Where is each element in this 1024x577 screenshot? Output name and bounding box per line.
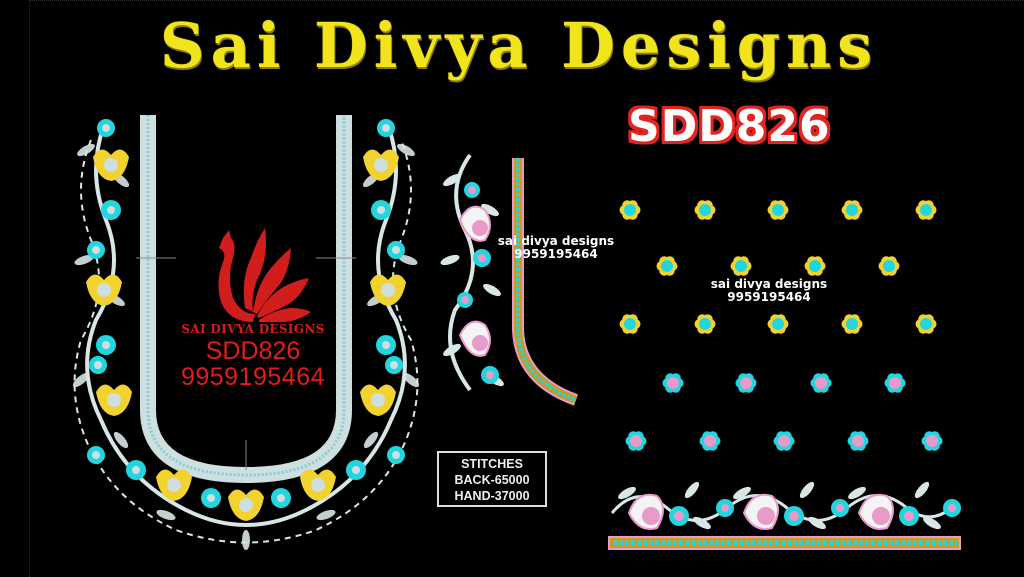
butti-flower-icon <box>730 255 752 277</box>
stitch-count-box: STITCHES BACK-65000 HAND-37000 <box>437 451 547 507</box>
butti-flower-icon <box>735 372 757 394</box>
butti-flower-icon <box>915 199 937 221</box>
border-pattern-icon <box>608 481 961 550</box>
logo-phone-number: 9959195464 <box>180 363 326 391</box>
butti-flower-icon <box>767 199 789 221</box>
butti-flower-icon <box>662 372 684 394</box>
sleeve-embroidery <box>440 150 580 410</box>
watermark-phone: 9959195464 <box>514 247 598 261</box>
canvas-frame <box>29 0 1024 577</box>
butti-flower-icon <box>619 313 641 335</box>
butti-flower-icon <box>625 430 647 452</box>
stitches-hand: HAND-37000 <box>454 489 530 503</box>
watermark-phone: 9959195464 <box>727 290 811 304</box>
butti-flower-icon <box>767 313 789 335</box>
butti-flower-icon <box>878 255 900 277</box>
peacock-logo-icon <box>218 228 311 322</box>
butti-flower-icon <box>694 313 716 335</box>
butti-flower-icon <box>699 430 721 452</box>
butti-flower-icon <box>804 255 826 277</box>
logo-design-code: SDD826 <box>205 337 301 365</box>
butti-flower-icon <box>694 199 716 221</box>
watermark-buttis: sai divya designs 9959195464 <box>706 278 832 304</box>
butti-flower-icon <box>921 430 943 452</box>
watermark-brand: sai divya designs <box>710 277 828 291</box>
back-neck-embroidery <box>66 110 426 555</box>
watermark-brand: sai divya designs <box>497 234 615 248</box>
butti-flower-icon <box>656 255 678 277</box>
brand-title: Sai Divya Designs <box>159 9 879 82</box>
stitches-back: BACK-65000 <box>454 473 530 487</box>
butti-flower-icon <box>884 372 906 394</box>
design-code-badge: SDD826 <box>628 101 831 152</box>
neck-pattern-icon <box>72 115 420 550</box>
stitches-heading: STITCHES <box>461 457 523 471</box>
watermark-sleeve: sai divya designs 9959195464 <box>496 235 616 261</box>
butti-flower-icon <box>773 430 795 452</box>
butti-flower-icon <box>915 313 937 335</box>
butti-flower-icon <box>841 199 863 221</box>
logo-brand-text: SAI DIVYA DESIGNS <box>181 322 325 336</box>
sleeve-pattern-icon <box>440 153 579 406</box>
butti-flower-icon <box>841 313 863 335</box>
butti-flower-icon <box>810 372 832 394</box>
butti-flower-icon <box>619 199 641 221</box>
butti-grid <box>600 190 960 460</box>
brand-logo: SAI DIVYA DESIGNS SDD826 9959195464 <box>168 218 338 398</box>
butti-flower-icon <box>847 430 869 452</box>
border-embroidery <box>607 478 962 550</box>
